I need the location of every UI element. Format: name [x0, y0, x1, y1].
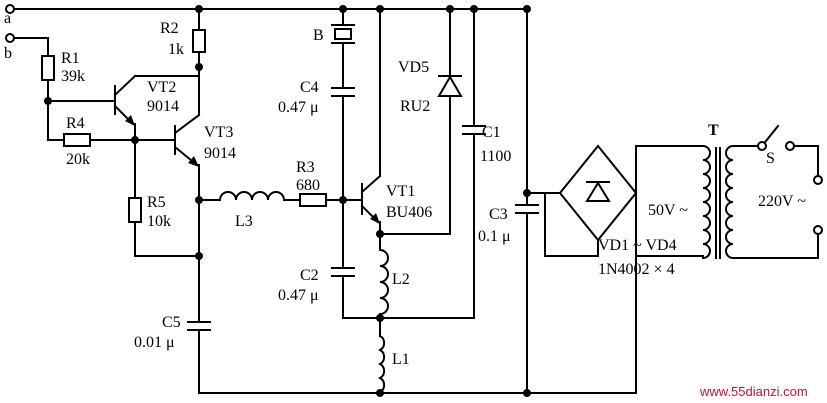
c5-value: 0.01 μ	[134, 334, 175, 351]
watermark-text: www.55dianzi.com	[699, 384, 808, 399]
vt2-value: 9014	[147, 98, 179, 115]
r3-label: R3	[296, 159, 315, 176]
terminal-a	[5, 4, 15, 14]
vt3-transistor	[173, 113, 201, 201]
c1-label: C1	[482, 124, 501, 141]
l3-inductor	[218, 191, 286, 202]
b-label: B	[313, 27, 324, 44]
bridge-rectifier	[558, 144, 638, 242]
terminal-b-label: b	[4, 45, 12, 62]
l3-label: L3	[235, 213, 253, 230]
r4-label: R4	[66, 115, 85, 132]
mains-voltage: 220V ~	[758, 193, 806, 210]
r1-resistor	[41, 55, 55, 81]
vt1-transistor	[360, 8, 382, 224]
switch-contact-right	[785, 141, 795, 151]
transformer-primary	[725, 144, 735, 260]
vd5-diode	[437, 75, 463, 97]
transformer-secondary	[701, 144, 711, 260]
c4-label: C4	[300, 79, 319, 96]
c5-label: C5	[162, 314, 181, 331]
r5-label: R5	[147, 194, 166, 211]
bridge-value: 1N4002 × 4	[598, 261, 675, 278]
vt2-label: VT2	[147, 79, 176, 96]
switch-label: S	[766, 150, 775, 167]
transformer-label: T	[708, 122, 719, 139]
r2-resistor	[192, 29, 206, 53]
vt3-label: VT3	[204, 124, 233, 141]
r1-value: 39k	[61, 68, 85, 85]
terminal-a-label: a	[4, 10, 11, 27]
r4-resistor	[63, 133, 91, 147]
vt3-value: 9014	[204, 145, 236, 162]
terminal-b	[5, 33, 15, 43]
l2-label: L2	[392, 271, 410, 288]
l1-label: L1	[392, 351, 410, 368]
c3-value: 0.1 μ	[478, 228, 511, 245]
mains-terminal-top	[813, 175, 823, 185]
bridge-label: VD1 ~ VD4	[598, 237, 677, 254]
c4-value: 0.47 μ	[278, 99, 319, 116]
junction-dots	[44, 5, 531, 397]
l2-inductor	[378, 248, 389, 316]
r3-value: 680	[296, 177, 320, 194]
c1-value: 1100	[480, 148, 511, 165]
c2-label: C2	[300, 267, 319, 284]
r1-label: R1	[61, 50, 80, 67]
vt1-label: VT1	[386, 183, 415, 200]
c2-value: 0.47 μ	[278, 287, 319, 304]
l1-inductor	[377, 334, 386, 394]
r5-value: 10k	[147, 213, 171, 230]
switch-contact-left	[757, 141, 767, 151]
r5-resistor	[128, 197, 142, 223]
c3-label: C3	[489, 206, 508, 223]
vd5-label: VD5	[398, 59, 429, 76]
mains-terminal-bottom	[813, 225, 823, 235]
r3-resistor	[299, 193, 327, 207]
vd5-value: RU2	[400, 98, 430, 115]
r2-label: R2	[160, 20, 179, 37]
vt1-value: BU406	[386, 204, 432, 221]
b-crystal	[334, 28, 352, 40]
r2-value: 1k	[168, 41, 184, 58]
r4-value: 20k	[66, 151, 90, 168]
transformer-secondary-voltage: 50V ~	[648, 202, 688, 219]
